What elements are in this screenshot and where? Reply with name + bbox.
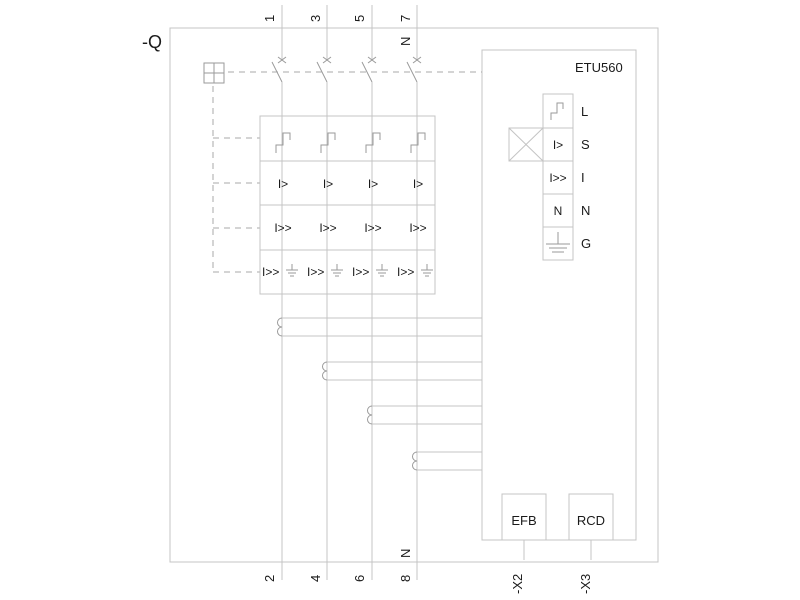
efb-module: EFB [501,493,547,560]
pole-1-overload: I> [278,177,288,191]
etu-label: ETU560 [575,60,623,75]
terminal-top-n: N [398,37,413,46]
pole-protection-grid: I> I> I> I> I>> I>> I>> I>> I>> I>> I>> … [259,115,436,295]
breaker-enclosure [169,27,659,563]
pole-2-ground-fault: I>> [307,265,324,279]
etu-function-panel: I> I>> N L S I N G [508,93,591,261]
rcd-label: RCD [577,513,605,528]
etu-symbol-n: N [554,204,563,218]
bottom-terminals: 2 4 6 8 N -X2 -X3 [262,549,593,594]
pole-2-overload: I> [323,177,333,191]
etu-thermal-icon [550,102,564,120]
pole-conductors [271,5,422,580]
etu-ground-icon [546,232,570,253]
pole-3-overload: I> [368,177,378,191]
pole-1-ground-fault: I>> [262,265,279,279]
rcd-module: RCD [568,493,614,560]
etu-function-n: N [581,203,590,218]
efb-label: EFB [511,513,536,528]
terminal-x2: -X2 [510,574,525,594]
pole-3-short-circuit: I>> [364,221,381,235]
pole-1-short-circuit: I>> [274,221,291,235]
mechanical-linkage [212,71,482,273]
device-designation: -Q [142,32,162,52]
crossed-box-icon [508,127,544,162]
etu-box [481,49,637,541]
pole-3-ground-fault: I>> [352,265,369,279]
terminal-top-5: 5 [352,15,367,22]
etu-symbol-s: I> [553,138,563,152]
etu-function-l: L [581,104,588,119]
pole-4-ground-fault: I>> [397,265,414,279]
terminal-top-1: 1 [262,15,277,22]
ground-icon [286,264,433,277]
pole-2-short-circuit: I>> [319,221,336,235]
terminal-bottom-8: 8 [398,575,413,582]
top-terminals: 1 3 5 7 N [262,15,413,46]
pole-4-short-circuit: I>> [409,221,426,235]
pole-4-overload: I> [413,177,423,191]
thermal-release-icon [275,132,426,153]
terminal-top-7: 7 [398,15,413,22]
terminal-x3: -X3 [578,574,593,594]
terminal-top-3: 3 [308,15,323,22]
current-transformers [277,317,482,471]
etu-symbol-i: I>> [549,171,566,185]
operating-mechanism-icon [203,62,225,84]
terminal-bottom-2: 2 [262,575,277,582]
etu-function-i: I [581,170,585,185]
etu-function-s: S [581,137,590,152]
etu-function-g: G [581,236,591,251]
terminal-bottom-4: 4 [308,575,323,582]
terminal-bottom-6: 6 [352,575,367,582]
terminal-bottom-n: N [398,549,413,558]
